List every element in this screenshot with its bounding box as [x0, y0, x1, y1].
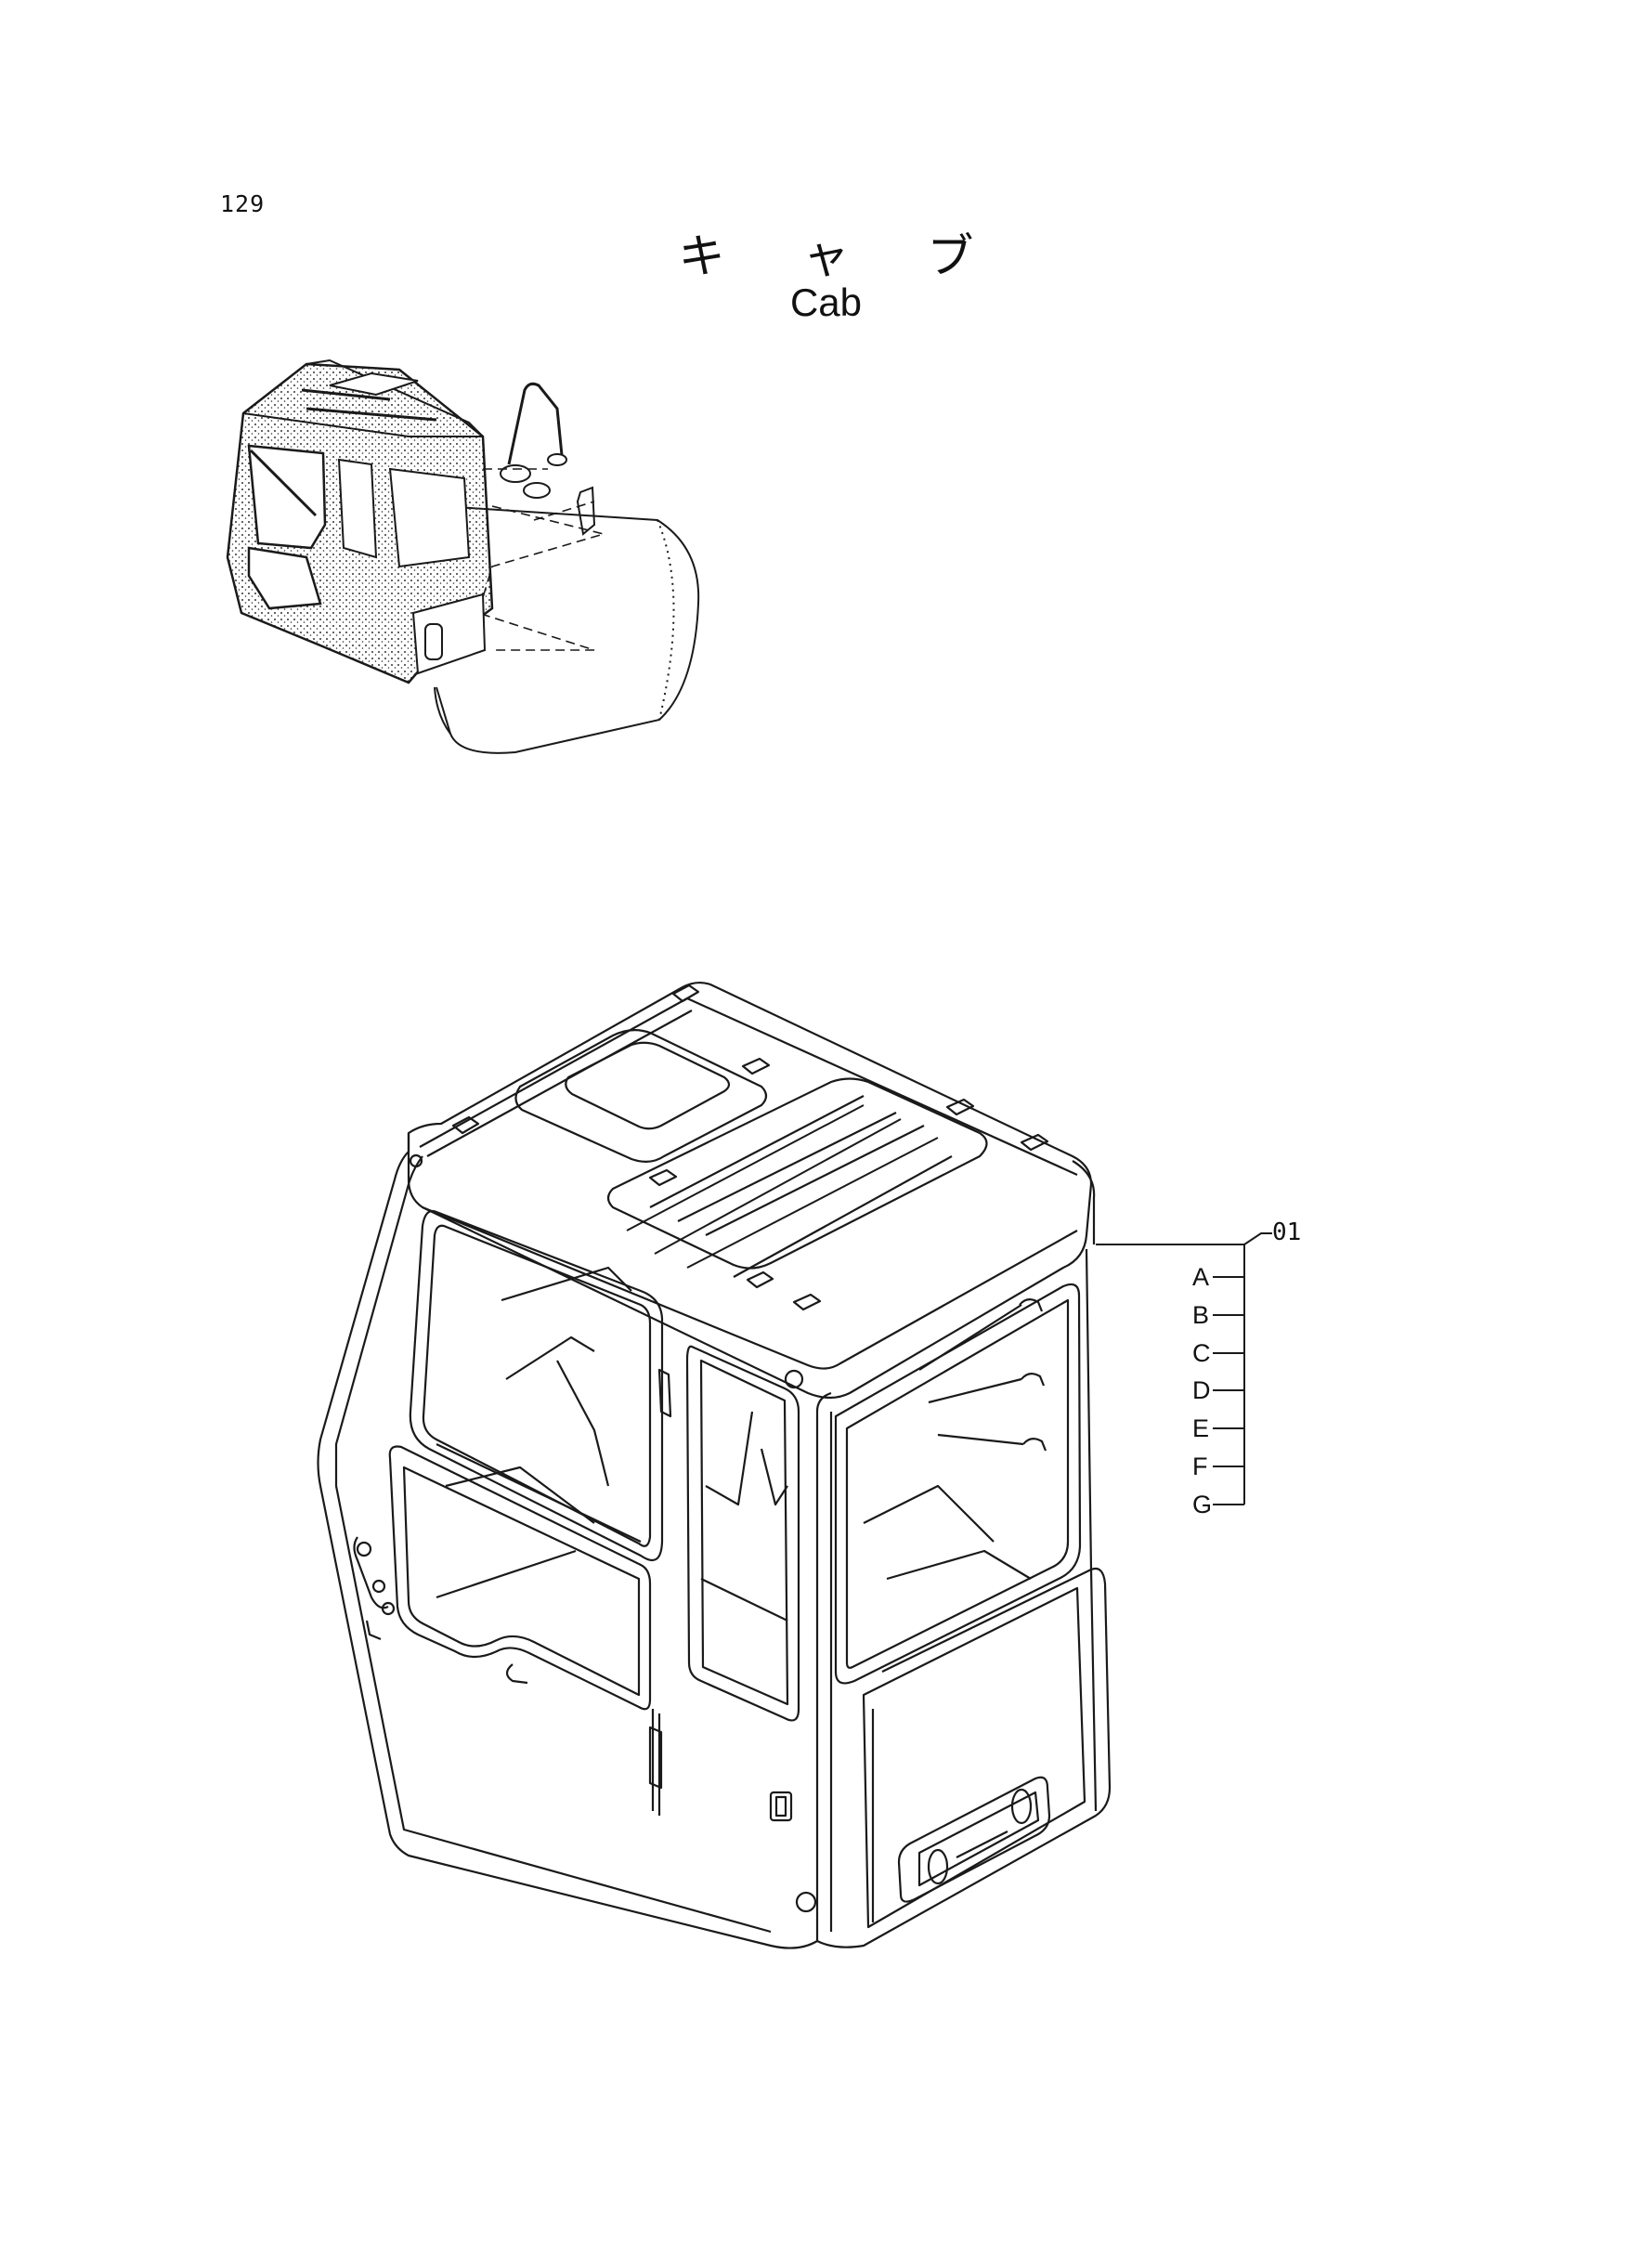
roof-bracket-4 [648, 1168, 678, 1187]
front-grab-handle-2 [1021, 1373, 1046, 1387]
roof-bracket-5 [945, 1098, 975, 1116]
roof-bracket-8 [746, 1270, 774, 1289]
callout-ref-number: 01 [1272, 1218, 1302, 1246]
door-latch [505, 1663, 528, 1685]
callout-item-d: D [1192, 1376, 1211, 1404]
locator-cab [226, 358, 494, 684]
deck-cap-2 [523, 482, 551, 499]
callout-item-a: A [1192, 1263, 1210, 1291]
callout-item-f: F [1192, 1453, 1208, 1480]
roof [407, 981, 1093, 1400]
roof-bracket-3 [741, 1057, 771, 1075]
roof-hatch [514, 1029, 768, 1163]
roof-bracket-2 [671, 984, 700, 1003]
roof-bracket-6 [1020, 1133, 1049, 1152]
frame-dashed-lines [477, 468, 607, 651]
leader-to-cab [1096, 1232, 1272, 1245]
page-title-japanese: キ ャ ブ [678, 229, 1006, 283]
rivet [409, 1153, 423, 1168]
cab-front [685, 1283, 1112, 1948]
right-side-window [685, 1345, 800, 1722]
locator-diagram [226, 358, 700, 754]
counterweight-outline [434, 505, 700, 754]
callout-item-b: B [1192, 1301, 1210, 1329]
front-panel-grille [897, 1776, 1051, 1903]
deck-cap-1 [500, 464, 531, 483]
front-windscreen [834, 1283, 1082, 1685]
roof-guard [606, 1077, 988, 1270]
page-number: 129 [220, 190, 266, 217]
main-cab-drawing [317, 981, 1112, 1949]
page-title-english: Cab [789, 280, 863, 324]
door-window [388, 1445, 652, 1711]
callout-item-g: G [1192, 1491, 1213, 1518]
handrail [507, 382, 564, 465]
callout-item-e: E [1192, 1414, 1210, 1442]
front-grab-handle-3 [1022, 1438, 1047, 1452]
roof-bracket-1 [451, 1115, 480, 1135]
deck-fitting [576, 486, 596, 536]
side-marker [769, 1791, 793, 1822]
callout-leaders [1096, 1232, 1272, 1505]
left-front-window [409, 1209, 664, 1562]
front-grab-handle-1 [1019, 1298, 1044, 1312]
deck-cap-3 [547, 453, 567, 466]
callout-item-c: C [1192, 1339, 1211, 1367]
roof-bracket-7 [792, 1293, 822, 1311]
cab-left-side [317, 1133, 818, 1949]
